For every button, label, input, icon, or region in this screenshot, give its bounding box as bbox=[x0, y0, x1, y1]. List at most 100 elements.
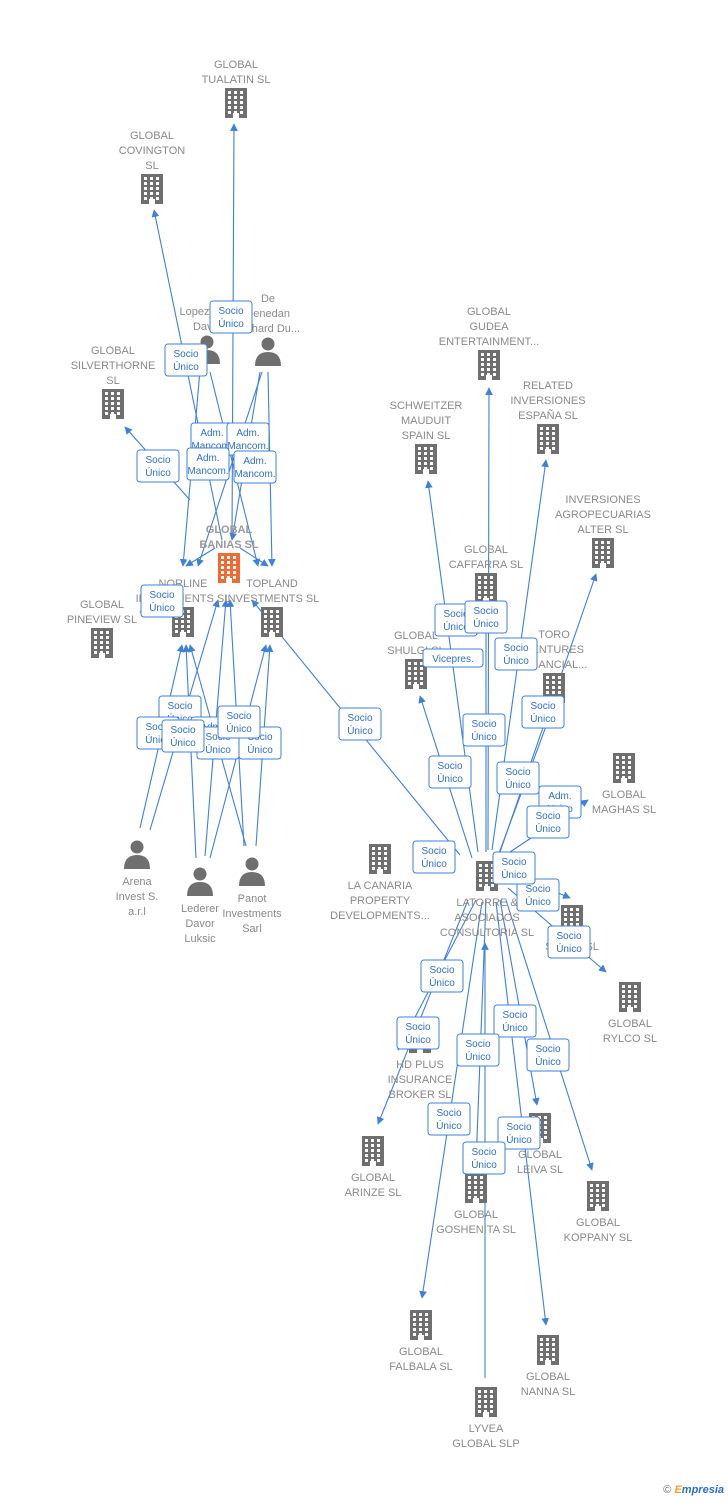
building-icon bbox=[415, 444, 437, 474]
badge-text: Adm. bbox=[548, 791, 571, 802]
node-label: Investments bbox=[222, 908, 282, 920]
badge-text: Socio bbox=[149, 590, 174, 601]
node-label: INVERSIONES bbox=[510, 395, 585, 407]
building-icon bbox=[102, 389, 124, 419]
node-label: GLOBAL bbox=[399, 1346, 443, 1358]
person-icon bbox=[255, 337, 281, 366]
building-icon bbox=[592, 538, 614, 568]
node-label: GLOBAL bbox=[130, 130, 174, 142]
badge-text: Socio bbox=[437, 761, 462, 772]
badge-text: Único bbox=[535, 1055, 561, 1068]
badge-text: Socio bbox=[473, 606, 498, 617]
badge-text: Único bbox=[471, 1158, 497, 1171]
badge-text: Socio bbox=[502, 1010, 527, 1021]
node-lacanaria[interactable]: LA CANARIAPROPERTYDEVELOPMENTS... bbox=[330, 844, 430, 922]
building-icon bbox=[587, 1181, 609, 1211]
badge-text: Único bbox=[530, 712, 556, 725]
node-label: GOSHENITA SL bbox=[436, 1224, 516, 1236]
node-label: Davor bbox=[185, 918, 215, 930]
person-icon bbox=[187, 867, 213, 896]
brand-name: Empresia bbox=[674, 1484, 724, 1496]
relation-badge[interactable]: Adm.Mancom. bbox=[186, 447, 230, 481]
node-maghas[interactable]: GLOBAL MAGHAS SL bbox=[592, 753, 656, 816]
node-label: LATORRE & bbox=[456, 897, 518, 909]
node-label: Luksic bbox=[184, 933, 216, 945]
badge-text: Vicepres. bbox=[432, 654, 474, 665]
node-label: ENTERTAINMENT... bbox=[439, 336, 539, 348]
relation-badge[interactable]: Adm.Mancom. bbox=[233, 450, 277, 484]
node-label: MAGHAS SL bbox=[592, 804, 656, 816]
badge-text: Único bbox=[465, 1050, 491, 1063]
node-label: GLOBAL bbox=[602, 789, 646, 801]
badge-text: Único bbox=[405, 1033, 431, 1046]
node-label: De bbox=[261, 293, 275, 305]
badge-text: Socio bbox=[443, 609, 468, 620]
node-label: SPAIN SL bbox=[402, 430, 451, 442]
node-label: DEVELOPMENTS... bbox=[330, 910, 430, 922]
relation-badge[interactable]: Vicepres. bbox=[422, 648, 484, 668]
badge-text: Socio bbox=[218, 306, 243, 317]
badge-text: Adm. bbox=[196, 453, 219, 464]
badge-text: Único bbox=[173, 360, 199, 373]
relation-badge[interactable]: Adm.Mancom. bbox=[226, 422, 270, 456]
badge-text: Socio bbox=[405, 1022, 430, 1033]
building-icon bbox=[537, 424, 559, 454]
badge-text: Socio bbox=[226, 711, 251, 722]
badge-text: Socio bbox=[506, 1122, 531, 1133]
node-gudea[interactable]: GLOBALGUDEAENTERTAINMENT... bbox=[439, 306, 539, 380]
node-label: GLOBAL bbox=[526, 1371, 570, 1383]
badge-text: Socio bbox=[145, 455, 170, 466]
footer-brand[interactable]: © Empresia bbox=[663, 1484, 724, 1496]
node-label: GLOBAL bbox=[464, 544, 508, 556]
